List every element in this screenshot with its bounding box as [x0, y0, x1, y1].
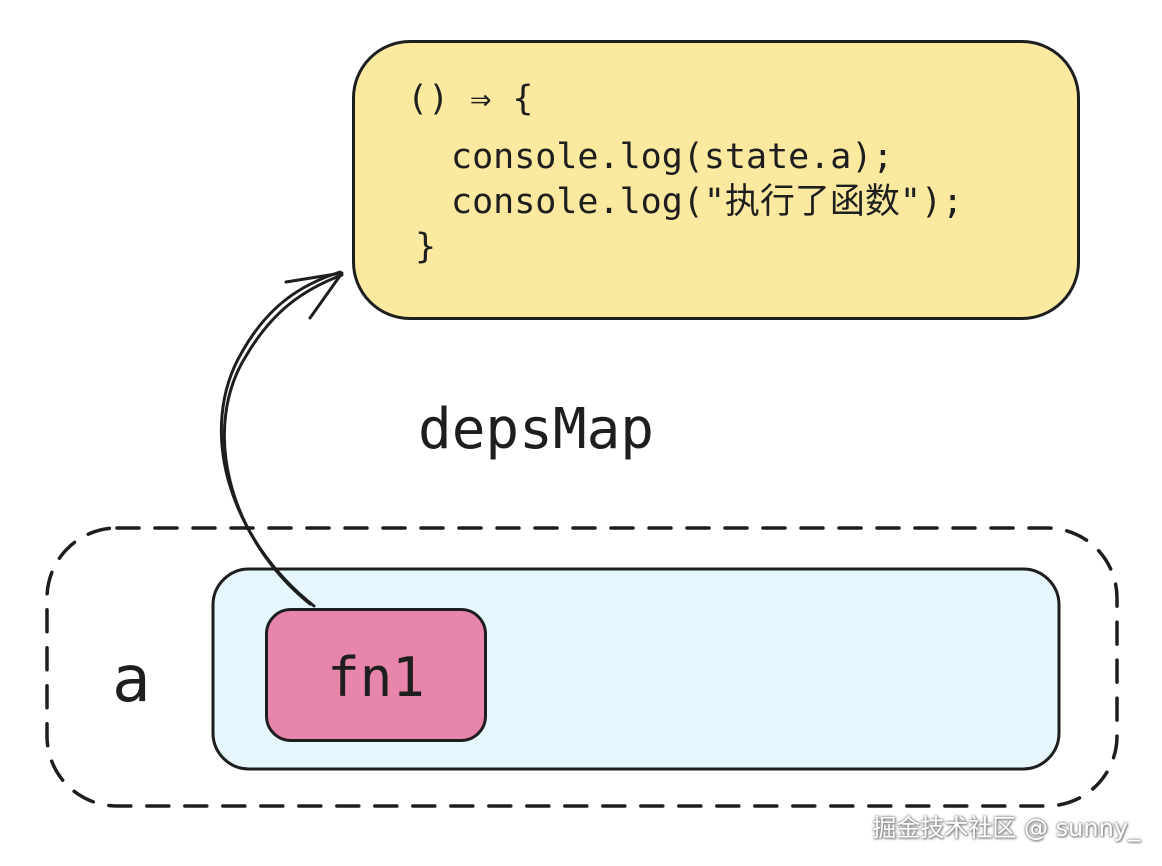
fn-to-effect-arrow	[220, 270, 344, 608]
code-line-log-message: console.log("执行了函数");	[451, 182, 964, 222]
effect-function-box	[352, 40, 1080, 320]
deps-map-entry-boundary	[45, 526, 1119, 808]
code-line-log-state: console.log(state.a);	[451, 137, 894, 177]
dep-key-label: a	[112, 643, 151, 717]
watermark: 掘金技术社区 @ sunny_	[872, 814, 1140, 842]
fn1-label: fn1	[327, 646, 425, 709]
deps-map-label: depsMap	[418, 397, 655, 462]
code-line-closing-brace: }	[415, 227, 437, 267]
code-line-signature: () ⇒ {	[407, 79, 534, 119]
fn1-node: fn1	[265, 608, 487, 742]
